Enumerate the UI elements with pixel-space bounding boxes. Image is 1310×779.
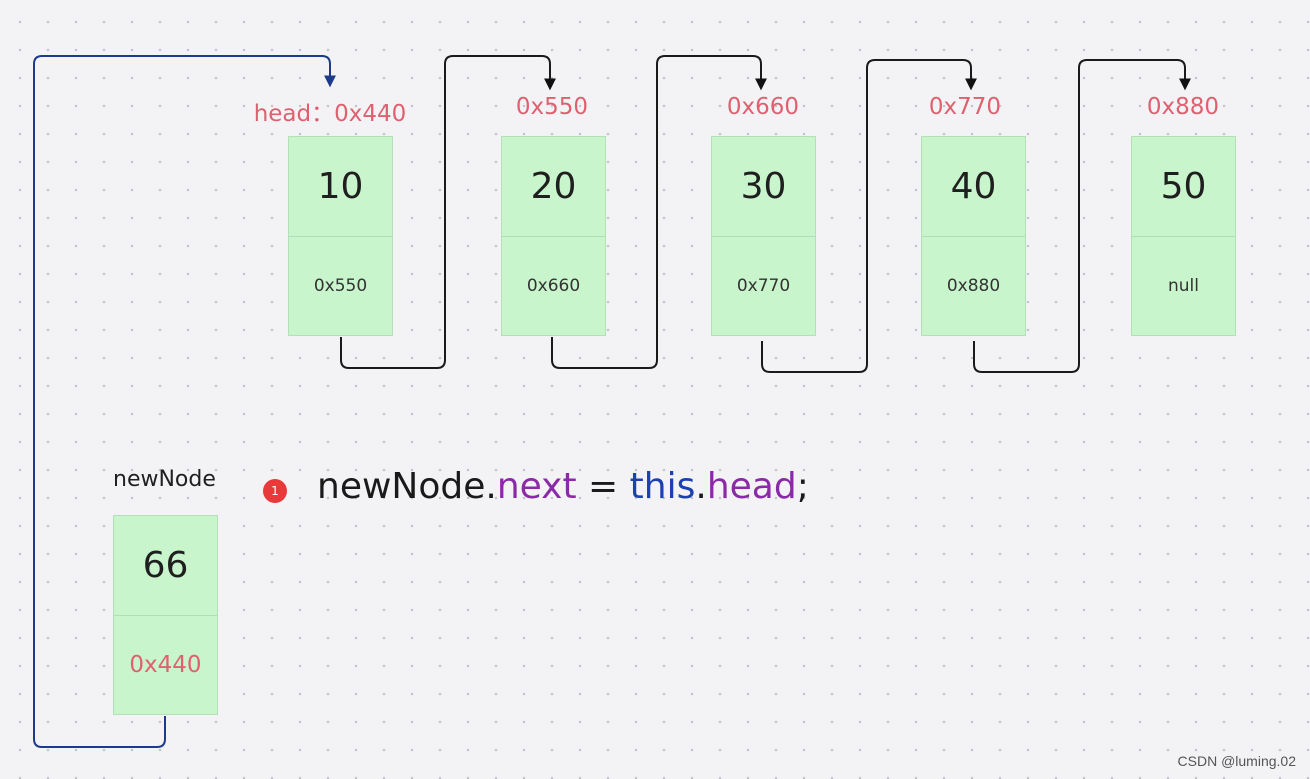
link-newnode-to-head [33,55,336,748]
link-node4-to-node5 [973,59,1191,373]
node-address-2: 0x550 [515,94,589,120]
node-value: 20 [502,137,605,237]
step-badge: 1 [263,479,287,503]
code-statement: newNode.next = this.head; [317,466,809,507]
node-value: 30 [712,137,815,237]
link-node2-to-node3 [551,55,767,369]
node-value: 50 [1132,137,1235,237]
node-address-4: 0x770 [928,94,1002,120]
node-next-pointer: 0x550 [313,276,368,296]
code-object: newNode [317,466,486,507]
new-node-label: newNode [113,467,216,492]
node-next-pointer: 0x660 [526,276,581,296]
node-value: 66 [114,516,217,616]
code-semicolon: ; [796,466,809,507]
list-node-5: 50 null [1131,136,1236,336]
list-node-1: 10 0x550 [288,136,393,336]
node-next-pointer: 0x770 [736,276,791,296]
link-node1-to-node2 [340,55,556,369]
node-address-1: head：0x440 [253,101,407,127]
code-assign: = [576,466,630,507]
node-address-3: 0x660 [726,94,800,120]
node-value: 40 [922,137,1025,237]
new-node: 66 0x440 [113,515,218,715]
node-next-pointer: 0x880 [946,276,1001,296]
code-property-next: next [496,466,577,507]
code-dot: . [485,466,497,507]
code-keyword-this: this [629,466,696,507]
list-node-4: 40 0x880 [921,136,1026,336]
node-address-5: 0x880 [1146,94,1220,120]
watermark: CSDN @luming.02 [1177,753,1296,769]
list-node-2: 20 0x660 [501,136,606,336]
node-value: 10 [289,137,392,237]
node-next-pointer: 0x440 [129,652,202,678]
code-dot: . [695,466,707,507]
node-next-pointer: null [1168,276,1199,296]
list-node-3: 30 0x770 [711,136,816,336]
link-node3-to-node4 [761,59,977,373]
code-property-head: head [706,466,797,507]
